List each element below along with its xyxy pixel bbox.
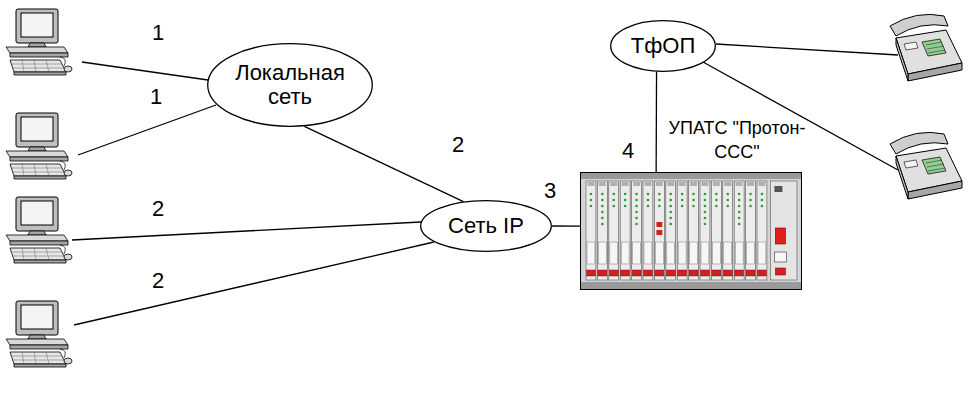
panel-part <box>774 252 786 262</box>
card-slot <box>597 181 607 280</box>
card-slot <box>586 181 596 280</box>
device-label: УПАТС "Протон-ССС" <box>662 117 812 164</box>
callout-number: 2 <box>152 198 164 220</box>
card-slot <box>677 181 687 280</box>
card-slot <box>711 181 721 280</box>
callout-number: 2 <box>152 270 164 292</box>
card-slot <box>700 181 710 280</box>
telephone-icon <box>890 14 962 81</box>
card-slot <box>734 181 744 280</box>
panel-part <box>774 186 782 192</box>
card-slot <box>609 181 619 280</box>
card-slot <box>666 181 676 280</box>
node-label: ТфОП <box>631 34 695 58</box>
text-block: Сеть IP <box>448 214 524 238</box>
wire <box>74 242 434 325</box>
computer-icon <box>6 113 72 179</box>
network-ellipse: ТфОП <box>610 20 716 72</box>
node-label: Сеть IP <box>448 214 524 238</box>
ellipse-outline <box>611 21 716 72</box>
computer-icon <box>6 197 72 263</box>
power-switch <box>775 228 785 244</box>
callout-number: 1 <box>152 22 164 44</box>
ellipse-outline <box>208 44 373 127</box>
power-panel <box>770 181 797 280</box>
callout-number: 3 <box>544 180 556 202</box>
pbx-device: УПАТС "Протон-ССС" <box>580 172 802 290</box>
card-slot <box>620 181 630 280</box>
network-ellipse: Локальная сеть <box>207 43 373 127</box>
top-rail <box>581 173 801 179</box>
connector <box>304 126 463 201</box>
telephone-icon <box>890 132 962 199</box>
wire <box>716 44 898 55</box>
wire <box>82 62 208 80</box>
callout-number: 2 <box>452 134 464 156</box>
card-slot <box>654 181 664 280</box>
card-slot <box>723 181 733 280</box>
text-block: УПАТС "Протон-ССС" <box>662 117 812 164</box>
pbx-chassis <box>580 172 802 290</box>
wire <box>78 105 216 155</box>
node-label: Локальная сеть <box>229 61 351 109</box>
connector <box>552 225 580 226</box>
wire <box>72 222 421 240</box>
chassis <box>581 173 802 290</box>
ellipse-outline <box>421 201 552 252</box>
computer-icon <box>6 9 72 75</box>
card-slot <box>689 181 699 280</box>
card-slot <box>757 181 767 280</box>
network-ellipse: Сеть IP <box>420 200 552 252</box>
computer-icon <box>6 301 72 367</box>
panel-part <box>775 268 785 275</box>
card-slot <box>746 181 756 280</box>
wires <box>72 44 898 325</box>
card-slot <box>632 181 642 280</box>
bottom-rail <box>581 282 801 289</box>
connector <box>655 72 657 172</box>
text-block: ТфОП <box>631 34 695 58</box>
callout-number: 1 <box>150 86 162 108</box>
callout-number: 4 <box>622 140 634 162</box>
card-slot <box>643 181 653 280</box>
text-block: Локальная сеть <box>229 61 351 109</box>
